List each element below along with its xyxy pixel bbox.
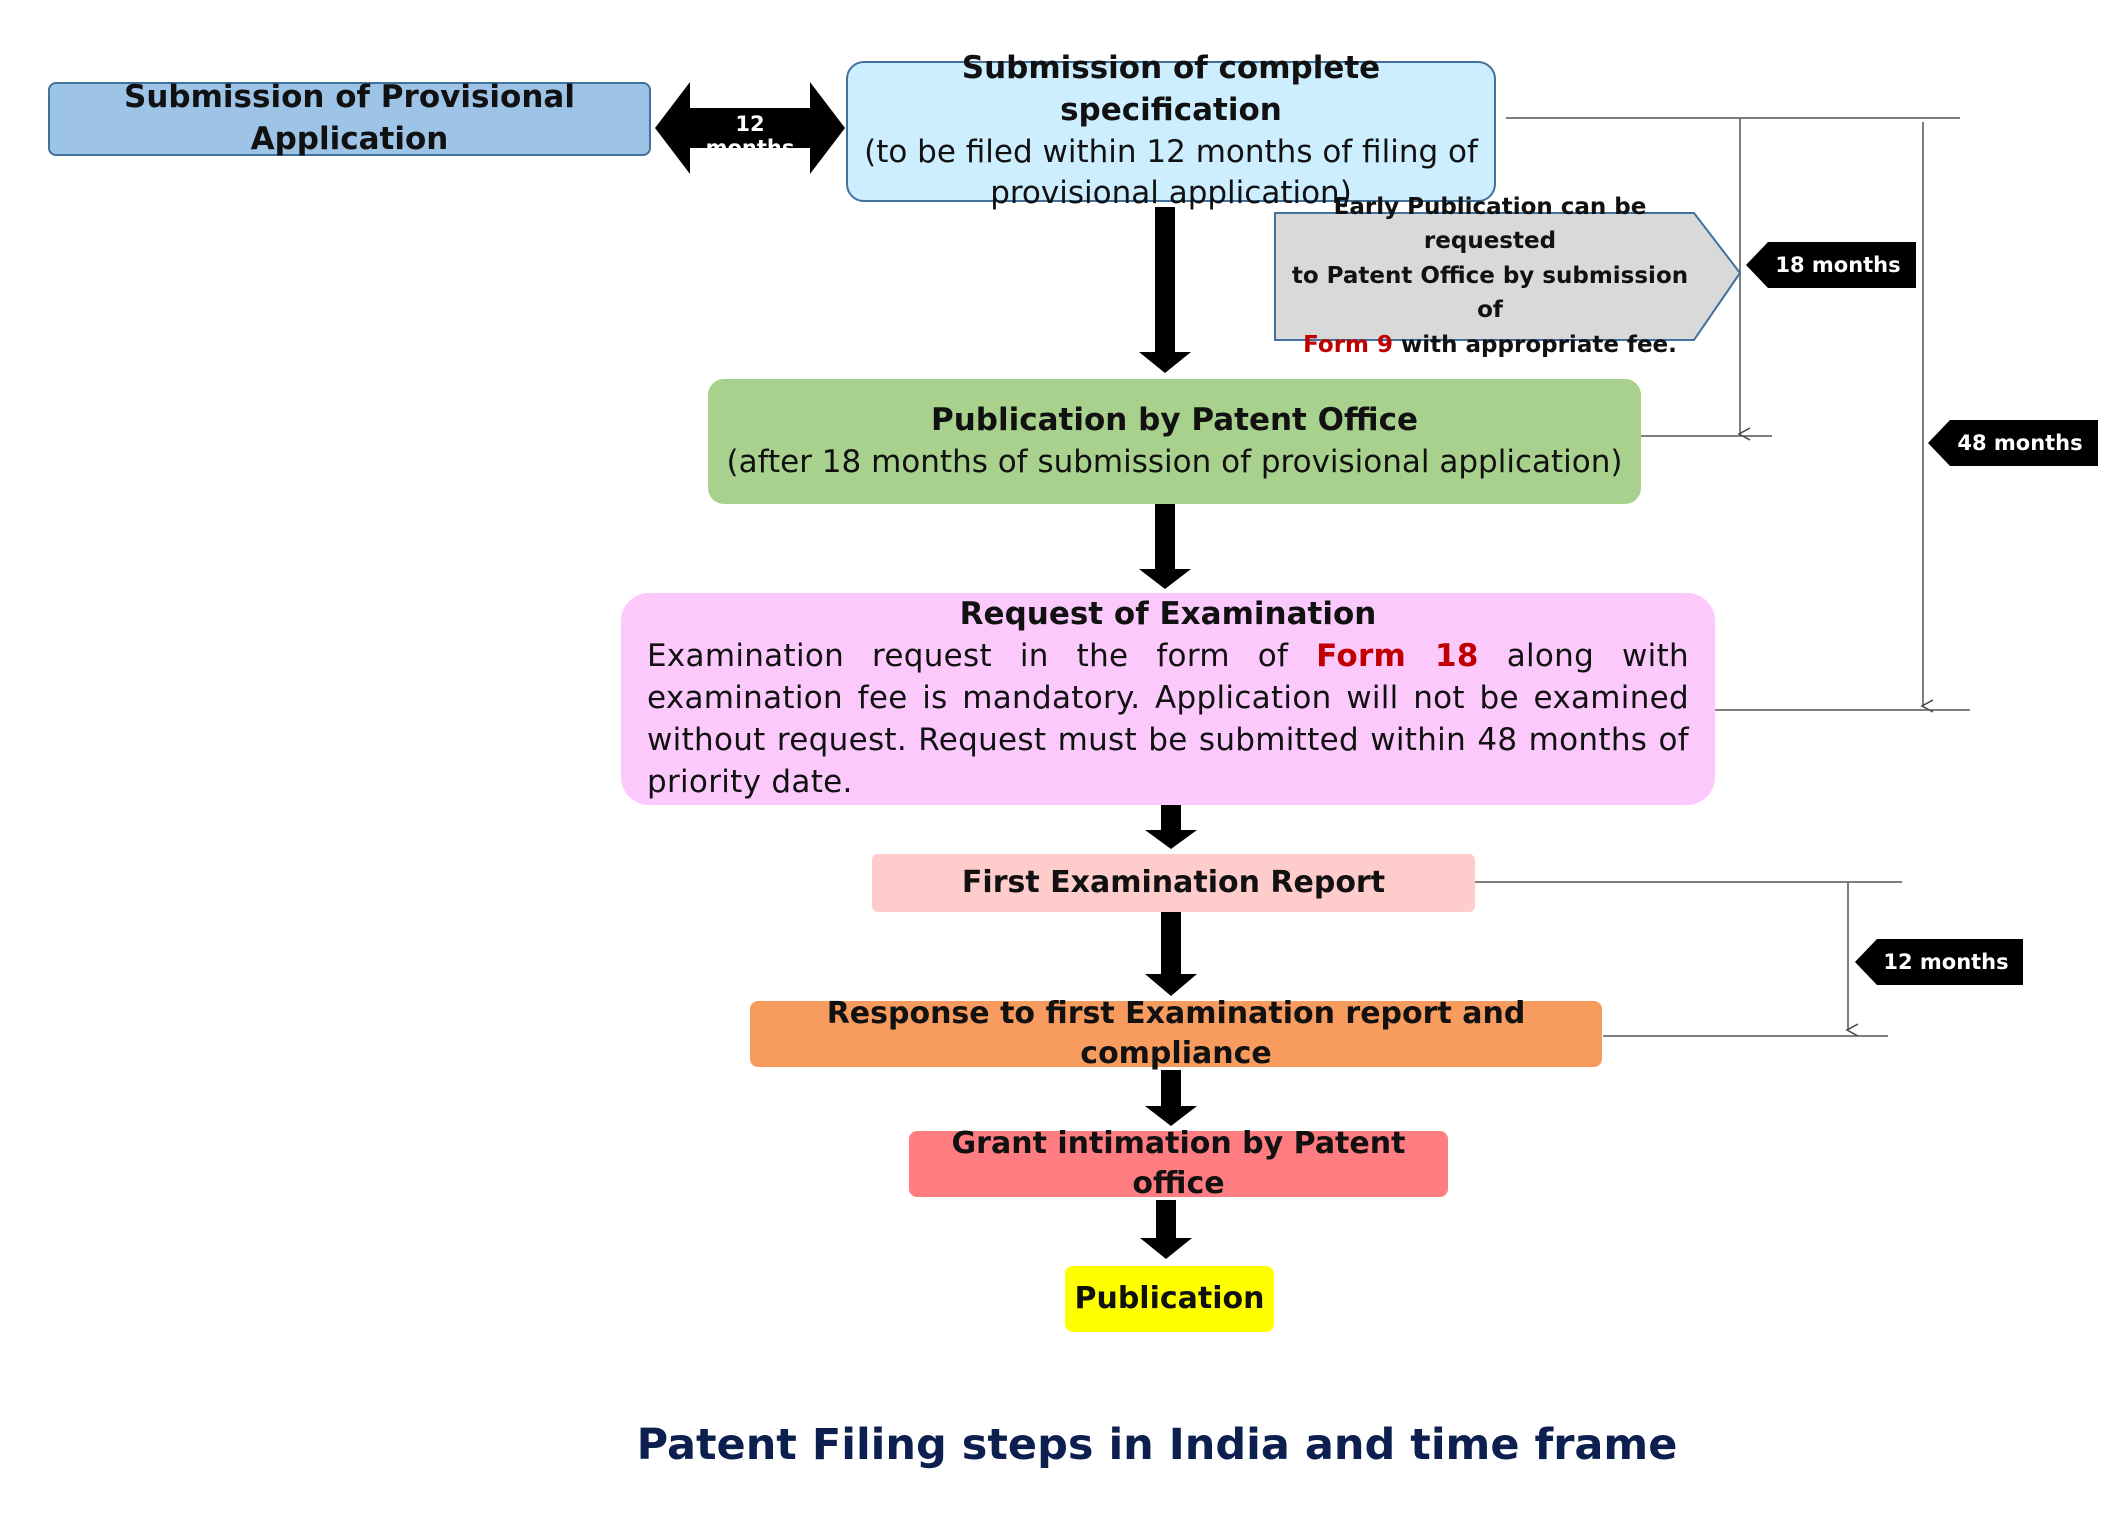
publication-by-office-subtitle: (after 18 months of submission of provis…: [727, 442, 1623, 484]
provisional-application-box: Submission of Provisional Application: [48, 82, 651, 156]
complete-specification-title: Submission of complete specification: [848, 48, 1494, 132]
early-publication-text: Early Publication can be requested to Pa…: [1280, 220, 1700, 332]
tag-18-months: 18 months: [1746, 242, 1916, 288]
complete-specification-line2: (to be filed within 12 months of filing …: [864, 132, 1478, 174]
request-examination-box: Request of Examination Examination reque…: [621, 593, 1715, 805]
request-examination-title: Request of Examination: [960, 594, 1377, 636]
down-arrow-1: [1139, 207, 1191, 373]
first-examination-report-box: First Examination Report: [872, 854, 1475, 912]
publication-by-office-box: Publication by Patent Office (after 18 m…: [708, 379, 1641, 504]
response-box: Response to first Examination report and…: [750, 1001, 1602, 1067]
down-arrow-2: [1139, 503, 1191, 589]
down-arrow-4: [1145, 910, 1197, 996]
first-examination-report-label: First Examination Report: [962, 863, 1385, 904]
double-arrow-label: 12 months: [690, 112, 810, 160]
publication-label: Publication: [1074, 1279, 1264, 1320]
complete-specification-box: Submission of complete specification (to…: [846, 61, 1496, 202]
down-arrow-6: [1140, 1200, 1192, 1259]
tag-48-months: 48 months: [1928, 420, 2098, 466]
footer-title: Patent Filing steps in India and time fr…: [557, 1420, 1757, 1470]
provisional-application-label: Submission of Provisional Application: [50, 77, 649, 161]
response-label: Response to first Examination report and…: [750, 994, 1602, 1075]
early-publication-line3: Form 9 with appropriate fee.: [1303, 328, 1677, 363]
down-arrow-5: [1145, 1070, 1197, 1126]
form-18-label: Form 18: [1316, 638, 1479, 674]
grant-intimation-box: Grant intimation by Patent office: [909, 1131, 1448, 1197]
early-publication-line1: Early Publication can be requested: [1280, 190, 1700, 259]
publication-by-office-title: Publication by Patent Office: [931, 400, 1418, 442]
publication-box: Publication: [1065, 1266, 1274, 1332]
grant-intimation-label: Grant intimation by Patent office: [909, 1124, 1448, 1205]
tag-12-months: 12 months: [1855, 939, 2023, 985]
early-publication-line2: to Patent Office by submission of: [1280, 259, 1700, 328]
request-examination-text: Examination request in the form of Form …: [647, 636, 1689, 803]
form-9-label: Form 9: [1303, 332, 1393, 358]
down-arrow-3: [1145, 800, 1197, 849]
